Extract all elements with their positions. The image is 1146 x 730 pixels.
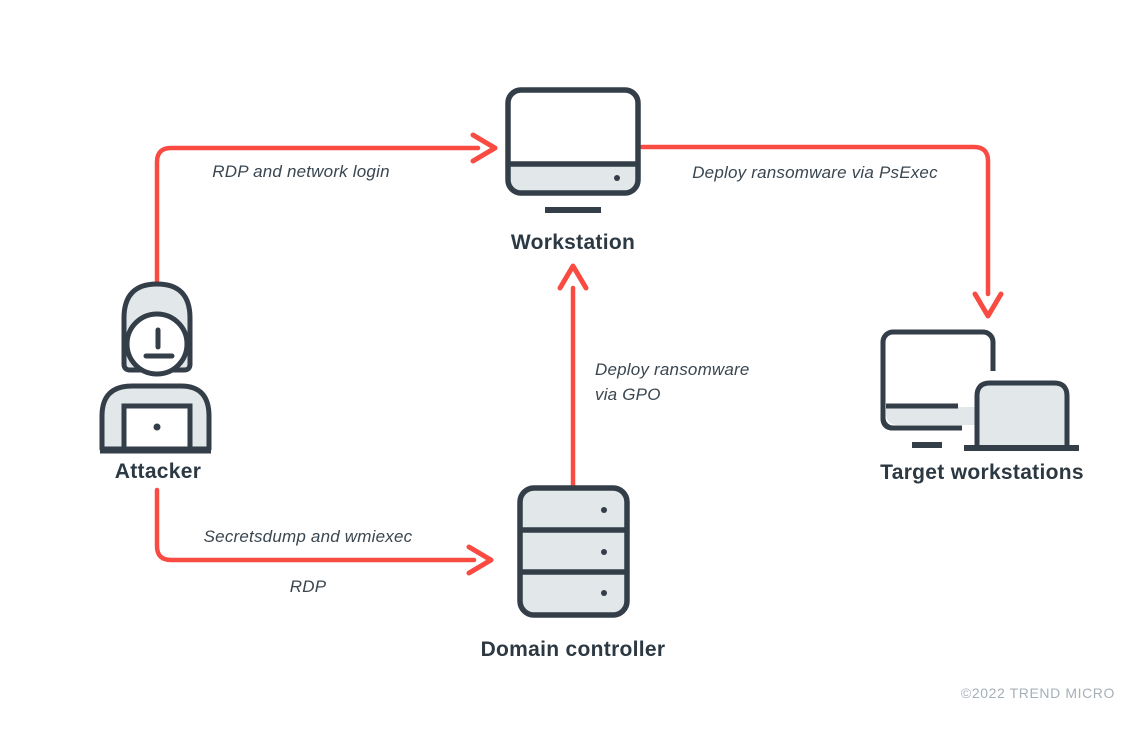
copyright-text: ©2022 TREND MICRO [961, 685, 1115, 701]
edge-label-deploy-gpo-line1: Deploy ransomware [595, 360, 750, 379]
attacker-label: Attacker [115, 460, 201, 483]
monitor-dot [614, 175, 620, 181]
arrow-line [154, 145, 481, 284]
edge-attacker-to-dc-arrow [154, 487, 494, 576]
server-dot-2 [601, 549, 607, 555]
workstation-label: Workstation [511, 231, 635, 254]
arrowhead-up-icon [557, 263, 589, 291]
edge-label-rdp: RDP [290, 577, 327, 596]
workstation-node: Workstation [505, 87, 641, 254]
server-stack-icon [517, 485, 630, 618]
arrow-line [154, 487, 477, 563]
edge-label-deploy-psexec: Deploy ransomware via PsExec [692, 163, 938, 182]
arrowhead-right-icon [470, 132, 498, 164]
server-dot-3 [601, 590, 607, 596]
edge-workstation-to-targets-arrow [639, 144, 1004, 319]
monitor-and-laptop-icon [880, 329, 1079, 451]
edge-label-deploy-gpo-line2: via GPO [595, 385, 661, 404]
monitor-frame [505, 87, 641, 196]
attacker-node: Attacker [99, 281, 212, 483]
domain-controller-label: Domain controller [481, 638, 666, 661]
arrow-line [639, 144, 991, 297]
desktop-monitor-icon [505, 87, 641, 213]
server-dot-1 [601, 507, 607, 513]
edge-attacker-to-workstation-arrow [154, 132, 498, 284]
edge-dc-to-workstation-arrow [557, 263, 589, 489]
server-body [517, 485, 630, 618]
laptop-dot [153, 423, 161, 431]
hooded-attacker-icon [99, 281, 212, 454]
target-workstations-label: Target workstations [880, 461, 1084, 484]
target-workstations-node: Target workstations [880, 329, 1084, 484]
target-monitor-corner [880, 400, 958, 431]
target-laptop-body [974, 380, 1070, 447]
arrowhead-right-icon [466, 544, 494, 576]
edge-label-secretsdump-wmiexec: Secretsdump and wmiexec [204, 527, 413, 546]
domain-controller-node: Domain controller [481, 485, 666, 661]
arrowhead-down-icon [972, 291, 1004, 319]
monitor-bottom-bar [510, 164, 636, 191]
edge-label-rdp-network-login: RDP and network login [212, 162, 389, 181]
